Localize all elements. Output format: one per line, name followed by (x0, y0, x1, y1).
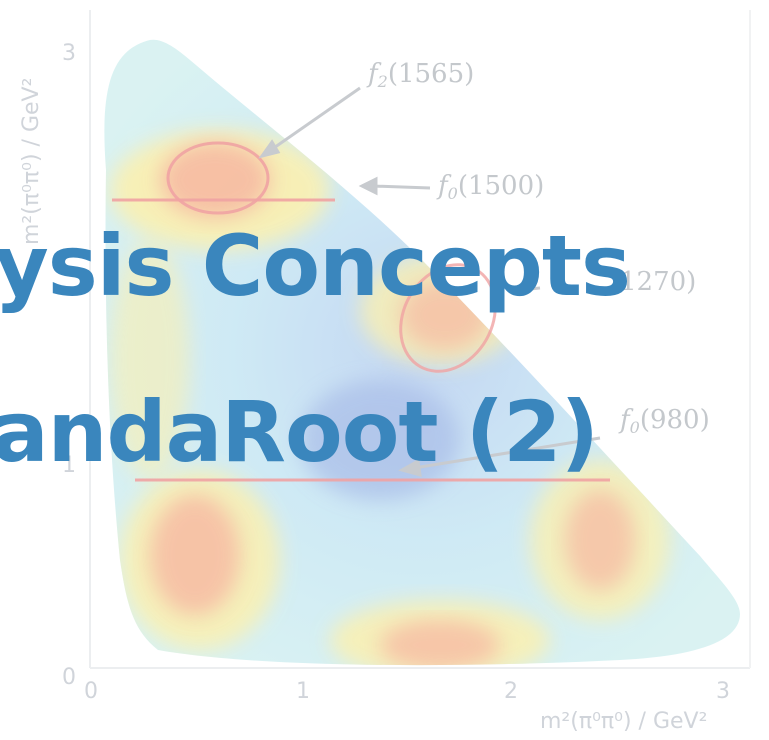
dalitz-density (104, 39, 740, 666)
y-axis-label: m²(π⁰π⁰) / GeV² (19, 78, 44, 245)
f2-region-ellipse (166, 141, 270, 215)
f-1270-region-ellipse (399, 263, 497, 373)
label-f2-1565: f2(1565) (366, 59, 474, 91)
y-tick-label: 3 (62, 41, 76, 66)
x-tick-label: 3 (716, 679, 730, 704)
hot-region (380, 620, 500, 666)
label-f0-980: f0(980) (618, 405, 710, 437)
slide-title-line-1: ysis Concepts (0, 217, 631, 315)
x-axis-label: m²(π⁰π⁰) / GeV² (540, 709, 707, 734)
x-tick-label: 2 (504, 679, 518, 704)
label-f0-1500: f0(1500) (436, 171, 544, 203)
label-f-1270: 1270) (620, 267, 696, 297)
y-tick-label: 1 (62, 453, 76, 478)
annotation-arrows (258, 86, 601, 478)
x-tick-label: 0 (84, 679, 98, 704)
slide-title-line-2: andaRoot (2) (0, 383, 599, 481)
hot-region (565, 490, 635, 590)
warm-region (110, 240, 190, 480)
y-tick-label: 0 (62, 665, 76, 690)
hot-region (150, 495, 240, 615)
x-tick-label: 1 (296, 679, 310, 704)
